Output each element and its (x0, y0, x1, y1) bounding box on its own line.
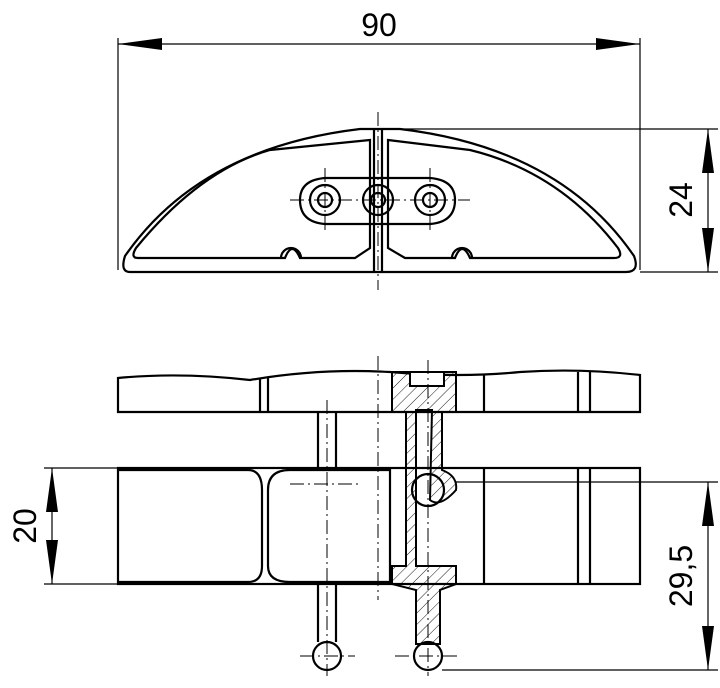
dimension-90-label: 90 (361, 7, 397, 43)
dimension-24: 24 (382, 128, 718, 273)
dimension-90: 90 (117, 7, 641, 270)
top-view-profile (122, 112, 637, 290)
dimension-24-label: 24 (663, 182, 699, 218)
dimension-20: 20 (7, 467, 118, 585)
dimension-29-5: 29,5 (442, 481, 718, 671)
dimension-20-label: 20 (7, 508, 43, 544)
front-view (116, 356, 642, 676)
dimension-29-5-label: 29,5 (663, 545, 699, 607)
